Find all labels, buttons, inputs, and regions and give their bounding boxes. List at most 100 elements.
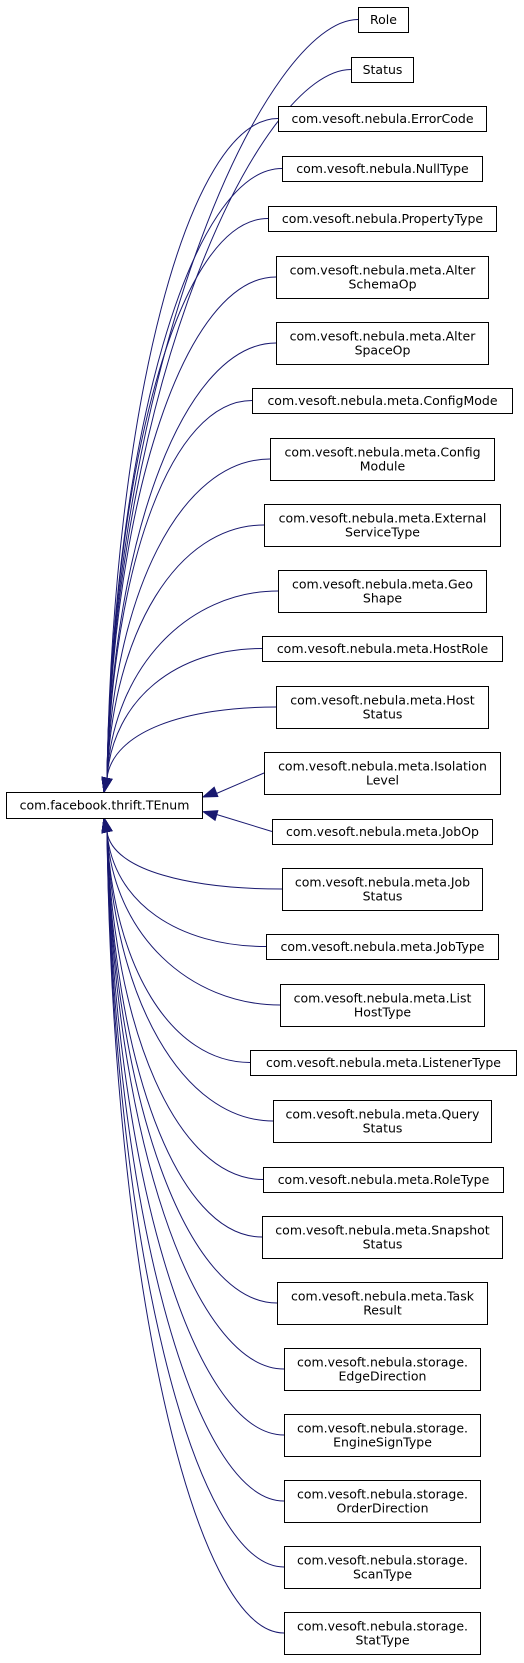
class-node-label: EngineSignType [333,1435,432,1450]
class-node-box [276,256,489,299]
class-node-box [250,1050,517,1076]
inheritance-arrowhead [201,786,219,798]
class-node-label: com.vesoft.nebula.meta.Config [284,445,480,460]
inheritance-edge-configmodule [106,458,271,779]
class-node-box [284,1612,481,1655]
class-node-listenertype[interactable]: com.vesoft.nebula.meta.ListenerType [250,1050,517,1076]
class-node-box [268,206,497,232]
class-node-label: com.vesoft.nebula.meta.ConfigMode [267,393,497,408]
class-node-hostrole[interactable]: com.vesoft.nebula.meta.HostRole [262,636,503,662]
class-node-box [278,570,487,613]
class-node-box [282,868,483,911]
class-node-errorcode[interactable]: com.vesoft.nebula.ErrorCode [278,106,487,132]
class-node-stattype[interactable]: com.vesoft.nebula.storage.StatType [284,1612,481,1655]
class-node-label: com.vesoft.nebula.meta.Snapshot [275,1223,489,1238]
inheritance-edge-externalservicetype [106,524,265,779]
class-node-box [264,504,501,547]
class-node-label: com.vesoft.nebula.storage. [297,1619,468,1634]
class-node-box [358,7,409,33]
class-node-scantype[interactable]: com.vesoft.nebula.storage.ScanType [284,1546,481,1589]
inheritance-edge-querystatus [106,831,274,1122]
class-node-tenum[interactable]: com.facebook.thrift.TEnum [6,792,203,819]
class-node-label: ServiceType [345,525,420,540]
class-node-status[interactable]: Status [351,57,414,83]
class-node-label: com.vesoft.nebula.meta.Alter [290,263,477,278]
inheritance-edge-role [106,19,359,779]
inheritance-edge-scantype [106,831,285,1568]
class-node-label: Status [363,62,403,77]
class-node-label: com.vesoft.nebula.meta.JobType [281,939,485,954]
class-node-box [273,1100,492,1143]
class-node-box [262,1216,503,1259]
class-node-box [6,792,203,819]
class-node-orderdirection[interactable]: com.vesoft.nebula.storage.OrderDirection [284,1480,481,1523]
class-node-label: Status [363,889,403,904]
class-node-label: HostType [354,1005,411,1020]
class-node-label: com.vesoft.nebula.meta.Host [290,693,475,708]
class-node-label: ScanType [353,1567,412,1582]
class-node-label: EdgeDirection [339,1369,427,1384]
class-node-box [277,1282,488,1325]
class-node-label: com.vesoft.nebula.storage. [297,1355,468,1370]
class-node-enginesigntype[interactable]: com.vesoft.nebula.storage.EngineSignType [284,1414,481,1457]
inheritance-edge-jobstatus [106,831,283,890]
class-node-label: com.vesoft.nebula.meta.Job [295,875,470,890]
class-node-label: Shape [363,591,402,606]
class-node-box [262,636,503,662]
inheritance-edge-listhosttype [106,831,281,1006]
class-node-externalservicetype[interactable]: com.vesoft.nebula.meta.ExternalServiceTy… [264,504,501,547]
class-node-label: com.vesoft.nebula.meta.Geo [292,577,473,592]
class-node-label: OrderDirection [337,1501,429,1516]
inheritance-edge-taskresult [106,831,278,1304]
class-node-label: com.vesoft.nebula.meta.Alter [290,329,477,344]
inheritance-edge-alterspaceop [106,342,277,779]
class-node-label: SpaceOp [355,343,411,358]
class-node-label: Role [370,12,397,27]
class-node-configmode[interactable]: com.vesoft.nebula.meta.ConfigMode [252,388,513,414]
class-node-jobop[interactable]: com.vesoft.nebula.meta.JobOp [272,819,493,845]
class-node-label: Status [363,1121,403,1136]
inheritance-edge-configmode [106,400,253,779]
inheritance-edge-nulltype [106,168,283,779]
class-node-label: com.vesoft.nebula.NullType [296,161,469,176]
class-node-roletype[interactable]: com.vesoft.nebula.meta.RoleType [263,1167,504,1193]
class-node-label: Module [360,459,406,474]
class-node-label: com.facebook.thrift.TEnum [20,798,190,813]
inheritance-edge-edgedirection [106,831,285,1370]
class-node-label: Status [363,707,403,722]
class-node-label: com.vesoft.nebula.meta.RoleType [278,1172,490,1187]
class-node-box [263,1167,504,1193]
class-node-jobtype[interactable]: com.vesoft.nebula.meta.JobType [266,934,499,960]
inheritance-edges [101,19,359,1634]
class-node-role[interactable]: Role [358,7,409,33]
class-node-label: com.vesoft.nebula.meta.Query [286,1107,481,1122]
class-node-box [351,57,414,83]
class-node-box [276,322,489,365]
class-node-box [252,388,513,414]
class-node-edgedirection[interactable]: com.vesoft.nebula.storage.EdgeDirection [284,1348,481,1391]
class-node-box [276,686,489,729]
inheritance-edge-jobtype [106,831,267,947]
class-node-box [282,156,483,182]
inheritance-edge-propertytype [106,218,269,779]
class-node-nulltype[interactable]: com.vesoft.nebula.NullType [282,156,483,182]
inheritance-arrowhead [101,816,113,834]
class-node-label: com.vesoft.nebula.storage. [297,1421,468,1436]
class-node-box [270,438,495,481]
class-node-label: com.vesoft.nebula.meta.HostRole [277,641,489,656]
class-node-propertytype[interactable]: com.vesoft.nebula.PropertyType [268,206,497,232]
inheritance-arrowhead [201,810,219,822]
class-node-label: Status [363,1237,403,1252]
